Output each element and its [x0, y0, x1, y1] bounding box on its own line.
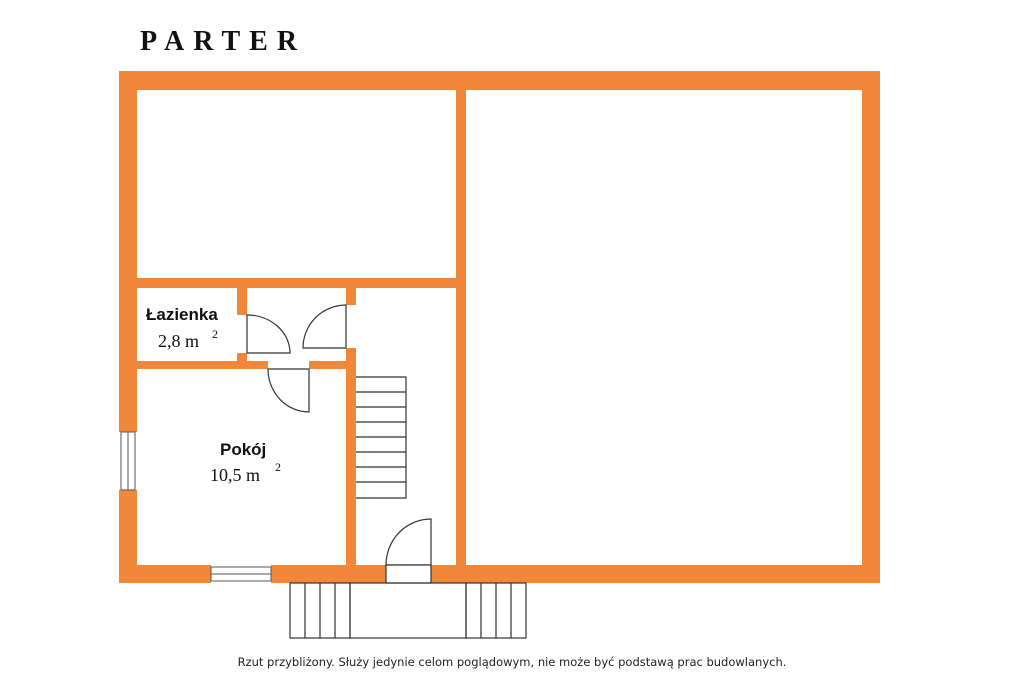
- door-room: [267, 368, 310, 413]
- entrance-landing: [349, 582, 467, 639]
- door-entrance-threshold: [385, 564, 432, 584]
- doors: [246, 304, 432, 584]
- inner-wall-bathroom-right-a: [237, 278, 247, 315]
- walls: [119, 71, 880, 583]
- windows: [120, 431, 272, 582]
- outer-wall-bottom-right: [431, 565, 880, 583]
- plan-title: PARTER: [140, 26, 307, 57]
- inner-wall-main-divider: [456, 71, 466, 583]
- outer-wall-bottom-left-a: [119, 565, 211, 583]
- outer-wall-top: [119, 71, 880, 90]
- inner-wall-stair-left-b: [346, 348, 356, 583]
- room-area-bathroom: 2,8 m: [158, 331, 199, 351]
- inner-wall-hall-bottom: [309, 361, 356, 369]
- inner-wall-upper-left: [119, 278, 466, 288]
- room-label-bathroom: Łazienka: [146, 305, 218, 324]
- inner-wall-stair-left-a: [346, 278, 356, 305]
- outer-wall-left-upper: [119, 71, 137, 432]
- room-area-room: 10,5 m: [210, 465, 260, 485]
- door-bathroom: [246, 314, 291, 354]
- room-area-sup-bathroom: 2: [212, 327, 218, 341]
- inner-wall-bathroom-right-b: [237, 353, 247, 368]
- inner-wall-bathroom-bottom: [119, 361, 268, 369]
- room-area-sup-room: 2: [275, 460, 281, 474]
- exterior-stairs: [289, 582, 527, 639]
- interior-stairs: [356, 376, 407, 499]
- outer-wall-right: [862, 71, 880, 583]
- door-hall-upper: [302, 304, 347, 349]
- disclaimer-text: Rzut przybliżony. Służy jedynie celom po…: [237, 655, 787, 669]
- room-label-room: Pokój: [220, 440, 266, 459]
- door-entrance: [385, 518, 432, 566]
- outer-wall-bottom-left-b: [271, 565, 386, 583]
- outer-wall-left-lower: [119, 490, 137, 583]
